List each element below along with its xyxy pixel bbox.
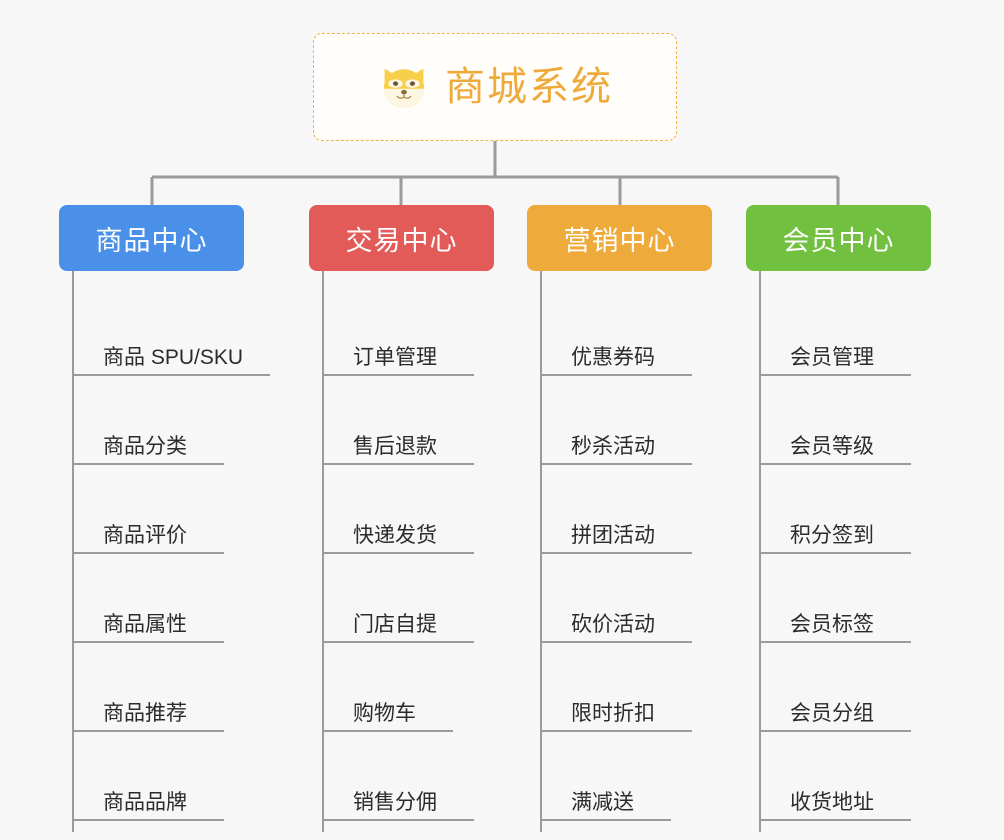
leaf-label: 优惠券码 [571, 346, 655, 369]
leaf-item[interactable]: 会员等级 [746, 376, 931, 465]
leaf-underline [540, 819, 671, 821]
leaf-underline [759, 463, 911, 465]
leaf-label: 会员分组 [790, 702, 874, 725]
leaf-label: 收货地址 [790, 791, 874, 814]
branch-leaves-1: 商品 SPU/SKU 商品分类 商品评价 商品属性 商品推荐 商品品牌 [59, 271, 270, 832]
branch-leaves-2: 订单管理 售后退款 快递发货 门店自提 购物车 销售分佣 [309, 271, 494, 832]
leaf-underline [72, 463, 224, 465]
leaf-item[interactable]: 商品属性 [59, 554, 244, 643]
leaf-label: 销售分佣 [353, 791, 437, 814]
leaf-label: 快递发货 [353, 524, 437, 547]
leaf-underline [72, 641, 224, 643]
leaf-label: 商品品牌 [103, 791, 187, 814]
leaf-label: 商品推荐 [103, 702, 187, 725]
branch-header-3[interactable]: 营销中心 [527, 205, 712, 271]
leaf-underline [540, 641, 692, 643]
leaf-item[interactable]: 会员标签 [746, 554, 931, 643]
leaf-underline [322, 374, 474, 376]
dog-face-icon [377, 60, 431, 114]
branch-trunk-3 [540, 271, 542, 832]
branch-trunk-1 [72, 271, 74, 832]
leaf-item[interactable]: 砍价活动 [527, 554, 712, 643]
leaf-underline [540, 730, 692, 732]
branch-leaves-4: 会员管理 会员等级 积分签到 会员标签 会员分组 收货地址 [746, 271, 931, 832]
branch-column-1: 商品中心 商品 SPU/SKU 商品分类 商品评价 商品属性 商品推荐 [59, 205, 270, 832]
leaf-underline [540, 463, 692, 465]
branch-trunk-4 [759, 271, 761, 832]
branch-header-1[interactable]: 商品中心 [59, 205, 244, 271]
leaf-item[interactable]: 门店自提 [309, 554, 494, 643]
branch-trunk-2 [322, 271, 324, 832]
leaf-label: 购物车 [353, 702, 416, 725]
leaf-item[interactable]: 秒杀活动 [527, 376, 712, 465]
leaf-item[interactable]: 拼团活动 [527, 465, 712, 554]
leaf-underline [540, 374, 692, 376]
leaf-underline [72, 730, 224, 732]
leaf-underline [759, 730, 911, 732]
leaf-item[interactable]: 会员分组 [746, 643, 931, 732]
leaf-label: 商品属性 [103, 613, 187, 636]
leaf-label: 订单管理 [353, 346, 437, 369]
leaf-label: 商品评价 [103, 524, 187, 547]
leaf-item[interactable]: 收货地址 [746, 732, 931, 821]
leaf-item[interactable]: 满减送 [527, 732, 712, 821]
leaf-item[interactable]: 订单管理 [309, 287, 494, 376]
leaf-item[interactable]: 商品品牌 [59, 732, 244, 821]
leaf-label: 限时折扣 [571, 702, 655, 725]
leaf-underline [322, 463, 474, 465]
leaf-label: 秒杀活动 [571, 435, 655, 458]
leaf-item[interactable]: 快递发货 [309, 465, 494, 554]
leaf-underline [72, 374, 270, 376]
leaf-label: 砍价活动 [571, 613, 655, 636]
leaf-label: 售后退款 [353, 435, 437, 458]
leaf-label: 拼团活动 [571, 524, 655, 547]
leaf-item[interactable]: 会员管理 [746, 287, 931, 376]
leaf-item[interactable]: 优惠券码 [527, 287, 712, 376]
leaf-item[interactable]: 商品 SPU/SKU [59, 287, 270, 376]
branch-column-2: 交易中心 订单管理 售后退款 快递发货 门店自提 购物车 [309, 205, 494, 832]
leaf-label: 商品 SPU/SKU [103, 346, 244, 369]
leaf-underline [72, 819, 224, 821]
leaf-label: 满减送 [571, 791, 634, 814]
leaf-item[interactable]: 销售分佣 [309, 732, 494, 821]
branch-header-2[interactable]: 交易中心 [309, 205, 494, 271]
leaf-item[interactable]: 限时折扣 [527, 643, 712, 732]
leaf-label: 门店自提 [353, 613, 437, 636]
leaf-item[interactable]: 商品评价 [59, 465, 244, 554]
branch-leaves-3: 优惠券码 秒杀活动 拼团活动 砍价活动 限时折扣 满减送 [527, 271, 712, 832]
leaf-underline [759, 374, 911, 376]
branch-column-4: 会员中心 会员管理 会员等级 积分签到 会员标签 会员分组 [746, 205, 931, 832]
leaf-label: 会员等级 [790, 435, 874, 458]
branch-header-4[interactable]: 会员中心 [746, 205, 931, 271]
root-title: 商城系统 [445, 65, 613, 109]
leaf-underline [322, 552, 474, 554]
leaf-underline [322, 730, 453, 732]
leaf-underline [322, 819, 474, 821]
leaf-item[interactable]: 购物车 [309, 643, 494, 732]
leaf-underline [759, 552, 911, 554]
leaf-item[interactable]: 积分签到 [746, 465, 931, 554]
branch-column-3: 营销中心 优惠券码 秒杀活动 拼团活动 砍价活动 限时折扣 [527, 205, 712, 832]
root-node[interactable]: 商城系统 [313, 33, 677, 141]
leaf-item[interactable]: 售后退款 [309, 376, 494, 465]
leaf-underline [540, 552, 692, 554]
leaf-item[interactable]: 商品分类 [59, 376, 244, 465]
leaf-label: 商品分类 [103, 435, 187, 458]
leaf-underline [759, 819, 911, 821]
leaf-underline [759, 641, 911, 643]
leaf-item[interactable]: 商品推荐 [59, 643, 244, 732]
leaf-label: 会员标签 [790, 613, 874, 636]
leaf-underline [322, 641, 474, 643]
leaf-underline [72, 552, 224, 554]
leaf-label: 会员管理 [790, 346, 874, 369]
leaf-label: 积分签到 [790, 524, 874, 547]
